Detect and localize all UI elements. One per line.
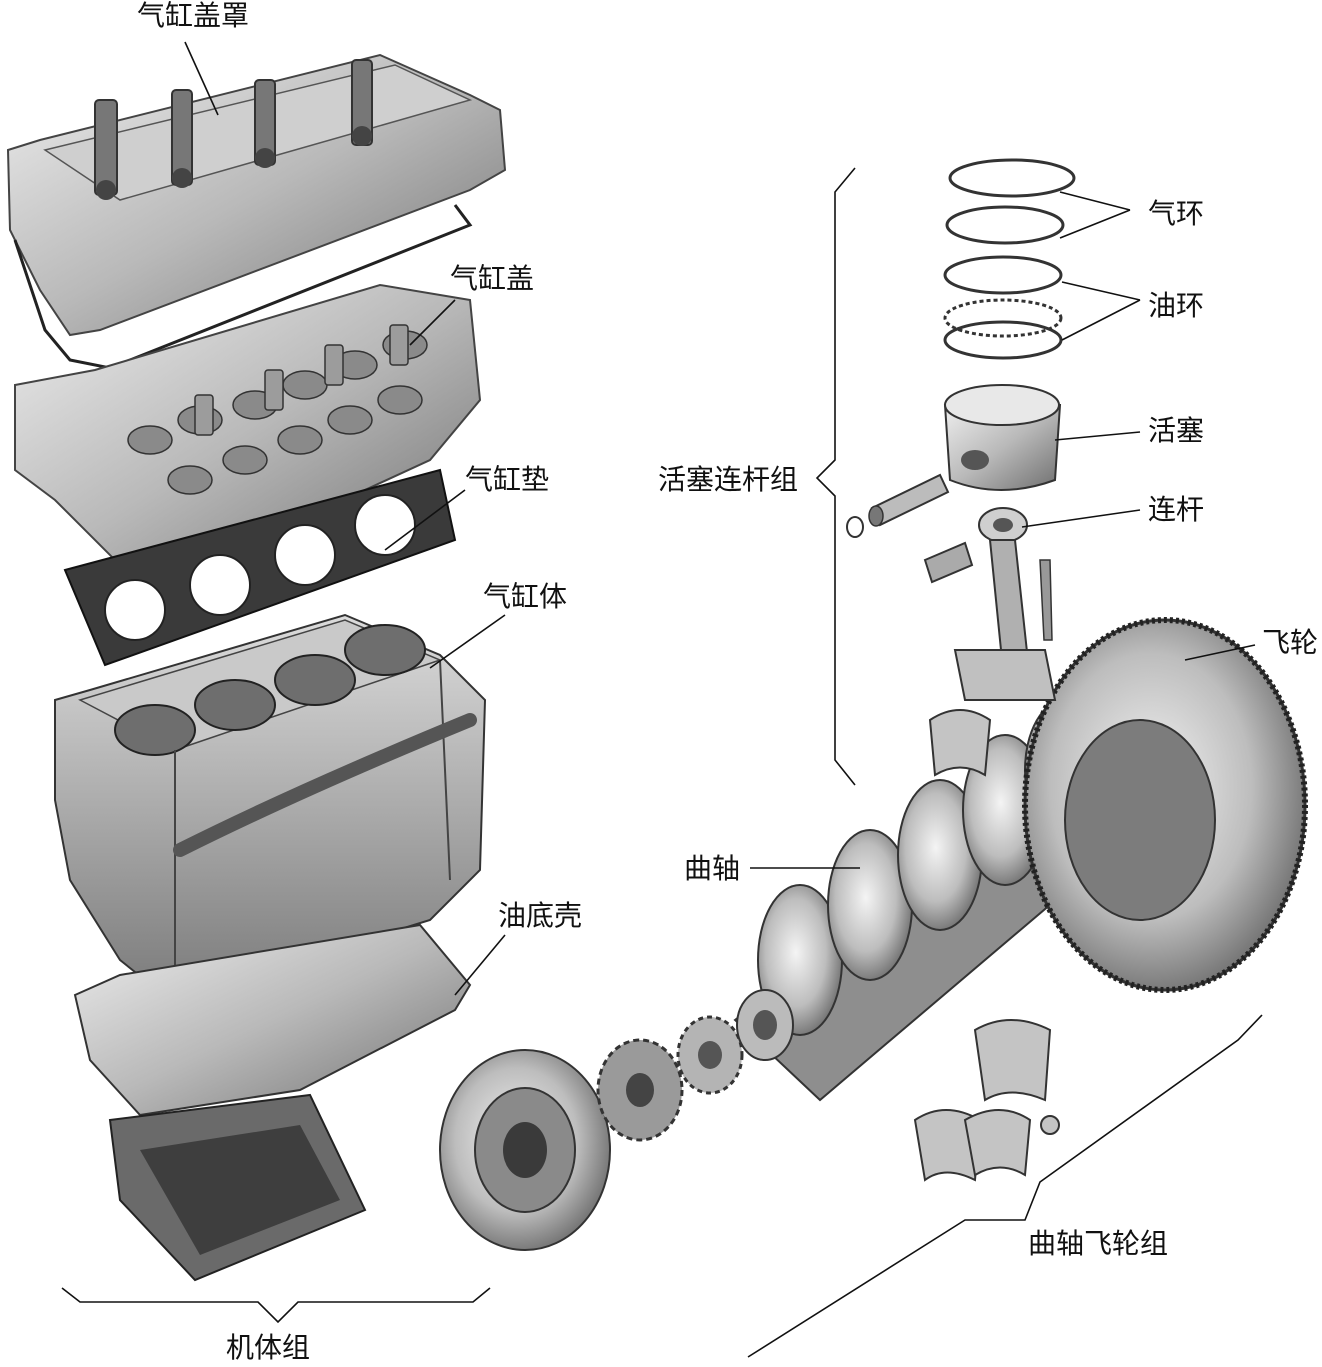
cylinder-gasket-part: [63, 468, 457, 667]
piston-rings-part: [943, 158, 1076, 360]
label-piston: 活塞: [1148, 414, 1205, 447]
label-cylinder-block: 气缸体: [483, 580, 568, 613]
bracket-crankshaft-flywheel-group: [747, 1014, 1263, 1358]
connecting-rod-part: [953, 507, 1057, 701]
oil-pan-part: [73, 923, 472, 1282]
label-cylinder-head-cover: 气缸盖罩: [137, 0, 250, 32]
label-engine-body-group: 机体组: [226, 1331, 311, 1364]
label-connecting-rod: 连杆: [1148, 493, 1205, 526]
label-flywheel: 飞轮: [1262, 626, 1319, 659]
label-cylinder-head: 气缸盖: [450, 262, 535, 295]
cylinder-head-part: [14, 283, 482, 582]
label-crankshaft-flywheel-group: 曲轴飞轮组: [1028, 1227, 1169, 1260]
cylinder-head-cover-part: [6, 53, 507, 370]
label-piston-rod-group: 活塞连杆组: [658, 463, 799, 496]
piston-part: [943, 384, 1062, 491]
flywheel-part: [1022, 617, 1308, 993]
label-cylinder-gasket: 气缸垫: [465, 463, 550, 496]
label-oil-pan: 油底壳: [498, 899, 583, 932]
label-oil-ring: 油环: [1148, 289, 1205, 322]
timing-gear-part: [596, 1015, 744, 1142]
cylinder-block-part: [54, 613, 487, 1002]
label-compression-ring: 气环: [1148, 197, 1205, 230]
bracket-engine-body-group: [61, 1287, 491, 1324]
bearing-shells-part: [913, 709, 1060, 1182]
label-crankshaft: 曲轴: [684, 852, 741, 885]
leader-lines: [184, 41, 1256, 996]
piston-pin-part: [846, 473, 974, 584]
crank-pulley-part: [439, 1049, 611, 1251]
bracket-piston-rod-group: [815, 167, 856, 786]
